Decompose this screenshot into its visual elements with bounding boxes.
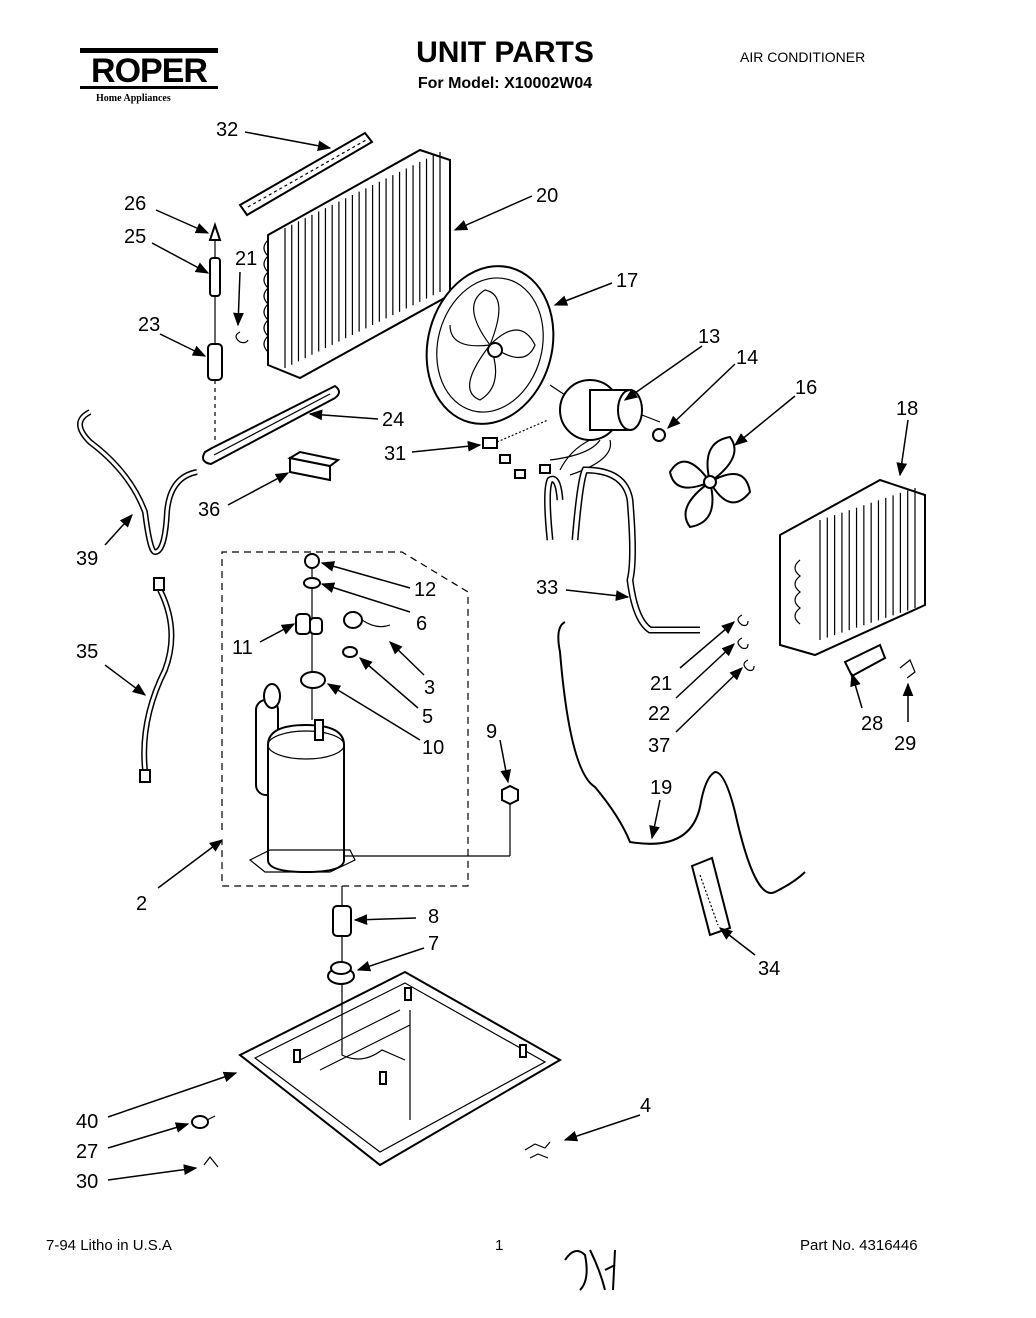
callout-21-right: 21 <box>650 673 672 695</box>
part-26-cap <box>208 221 222 241</box>
part-8-spacer <box>332 886 352 937</box>
part-24-heater-tube <box>202 384 340 466</box>
part-5-grommet <box>342 646 358 658</box>
product-category: AIR CONDITIONER <box>740 49 866 65</box>
callout-23: 23 <box>138 314 160 336</box>
callout-11: 11 <box>232 637 253 659</box>
callout-22: 22 <box>648 703 670 725</box>
logo-subtitle: Home Appliances <box>96 93 171 104</box>
callout-39: 39 <box>76 548 98 570</box>
logo-brand: ROPER <box>91 52 208 90</box>
part-12-terminal-cap <box>304 553 320 569</box>
callout-10: 10 <box>422 737 444 759</box>
part-10-mount-plate <box>300 671 326 689</box>
part-32-seal-strip <box>238 131 374 217</box>
callout-32: 32 <box>216 119 238 141</box>
callout-33: 33 <box>536 577 558 599</box>
handwritten-mark <box>564 1249 616 1291</box>
part-2-compressor-assembly <box>221 551 511 887</box>
part-30-clip <box>203 1156 219 1168</box>
part-29-clip <box>899 659 916 679</box>
callout-28: 28 <box>861 713 883 735</box>
part-9-nut <box>501 784 519 806</box>
callout-25: 25 <box>124 226 146 248</box>
part-19-sensor-tube <box>557 621 806 894</box>
callout-16: 16 <box>795 377 817 399</box>
roper-logo: ROPER Home Appliances <box>78 46 220 106</box>
callout-34: 34 <box>758 958 780 980</box>
part-3-relay <box>343 611 391 629</box>
callout-31: 31 <box>384 443 406 465</box>
part-18-evaporator <box>779 478 926 657</box>
callout-17: 17 <box>616 270 638 292</box>
page-title: UNIT PARTS <box>416 36 594 69</box>
callout-35: 35 <box>76 641 98 663</box>
part-27-screw <box>191 1115 216 1129</box>
part-17-fan-shroud <box>425 265 555 425</box>
callout-8: 8 <box>428 906 439 928</box>
callout-24: 24 <box>382 409 404 431</box>
callout-6: 6 <box>416 613 427 635</box>
callout-36: 36 <box>198 499 220 521</box>
callout-21-top: 21 <box>235 248 257 270</box>
callout-20: 20 <box>536 185 558 207</box>
part-25-filter-drier <box>209 240 221 344</box>
callout-18: 18 <box>896 398 918 420</box>
part-31-wiring <box>482 419 551 479</box>
callout-29: 29 <box>894 733 916 755</box>
model-line: For Model: X10002W04 <box>417 75 593 92</box>
footer-part-number: Part No. 4316446 <box>800 1237 918 1254</box>
callout-26: 26 <box>124 193 146 215</box>
part-14-nut <box>652 428 666 442</box>
part-16-fan-blade <box>668 435 752 529</box>
callout-7: 7 <box>428 933 439 955</box>
footer-date-litho: 7-94 Litho in U.S.A <box>46 1237 172 1254</box>
part-11-overload <box>295 613 323 635</box>
logo-frame <box>80 48 218 89</box>
part-6-washer <box>303 577 321 589</box>
part-13-fan-motor <box>549 379 661 476</box>
part-21-22-37-clips <box>737 614 755 672</box>
part-4-clip <box>524 1141 551 1159</box>
part-40-base-pan <box>238 970 563 1167</box>
callout-40: 40 <box>76 1111 98 1133</box>
callout-30: 30 <box>76 1171 98 1193</box>
callout-labels: 32 20 26 25 21 23 17 13 14 16 18 24 31 3… <box>76 119 918 1193</box>
part-35-harness <box>139 577 175 783</box>
leader-lines <box>104 131 914 1181</box>
callout-9: 9 <box>486 721 497 743</box>
part-7-grommet <box>327 936 355 985</box>
callout-2: 2 <box>136 893 147 915</box>
part-21-clip-top <box>235 331 249 344</box>
part-34-filter <box>690 856 732 937</box>
part-36-foam-block <box>287 450 341 482</box>
callout-13: 13 <box>698 326 720 348</box>
callout-27: 27 <box>76 1141 98 1163</box>
callout-12: 12 <box>414 579 436 601</box>
callout-19: 19 <box>650 777 672 799</box>
footer-page-number: 1 <box>495 1237 504 1254</box>
part-39-tube <box>77 409 198 556</box>
callout-5: 5 <box>422 706 433 728</box>
part-20-condenser <box>263 148 451 380</box>
part-28-bracket <box>843 643 887 678</box>
callout-14: 14 <box>736 347 758 369</box>
callout-37: 37 <box>648 735 670 757</box>
part-23-connector <box>207 343 223 440</box>
callout-3: 3 <box>424 677 435 699</box>
part-33-tubing <box>544 466 700 634</box>
callout-4: 4 <box>640 1095 651 1117</box>
